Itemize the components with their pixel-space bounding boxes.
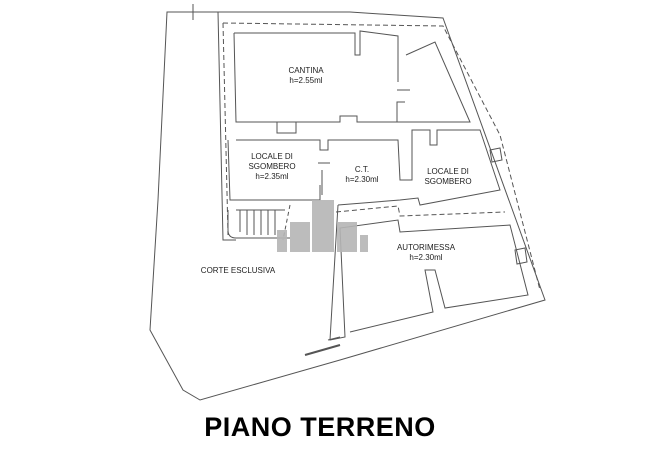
- room-name: CORTE ESCLUSIVA: [200, 266, 276, 275]
- room-name-line2: SGOMBERO: [424, 177, 472, 186]
- room-label-autorimessa: AUTORIMESSA h=2.30ml: [397, 243, 455, 263]
- room-name: C.T.: [354, 165, 370, 174]
- room-name: CANTINA: [288, 66, 324, 75]
- plan-title: PIANO TERRENO: [204, 412, 436, 442]
- room-height: h=2.55ml: [289, 76, 323, 85]
- room-name-line2: SGOMBERO: [248, 162, 296, 171]
- room-label-ct: C.T. h=2.30ml: [345, 165, 378, 185]
- watermark-logo: [277, 200, 368, 252]
- room-label-locale-sgombero-2: LOCALE DI SGOMBERO: [424, 167, 471, 187]
- room-height: h=2.30ml: [409, 253, 443, 262]
- room-label-cantina: CANTINA h=2.55ml: [288, 66, 323, 86]
- room-height: h=2.30ml: [345, 175, 379, 184]
- room-label-corte-esclusiva: CORTE ESCLUSIVA: [201, 266, 275, 276]
- room-name-line1: LOCALE DI: [427, 167, 469, 176]
- room-label-locale-sgombero-1: LOCALE DI SGOMBERO h=2.35ml: [248, 152, 295, 182]
- lot-boundary: [149, 11, 546, 401]
- room-height: h=2.35ml: [255, 172, 289, 181]
- room-name-line1: LOCALE DI: [251, 152, 293, 161]
- room-name: AUTORIMESSA: [396, 243, 456, 252]
